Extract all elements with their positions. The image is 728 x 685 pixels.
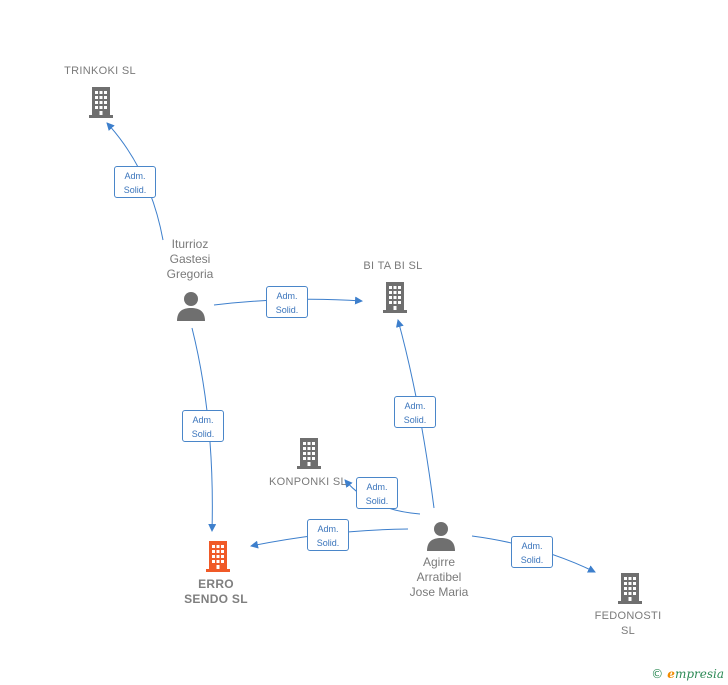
building-icon[interactable] xyxy=(380,280,410,314)
node-label-iturrioz[interactable]: Iturrioz Gastesi Gregoria xyxy=(166,237,214,281)
node-label-fedonosti[interactable]: FEDONOSTI SL xyxy=(594,610,662,637)
node-label-trinkoki[interactable]: TRINKOKI SL xyxy=(64,65,136,77)
edge-badge-iturrioz-bitabi[interactable]: Adm. Solid. xyxy=(266,286,308,318)
building-icon[interactable] xyxy=(615,571,645,605)
building-icon-highlight[interactable] xyxy=(203,539,233,573)
edge-badge-iturrioz-erro[interactable]: Adm. Solid. xyxy=(182,410,224,442)
footer-brand: ©empresia xyxy=(651,667,724,681)
building-icon[interactable] xyxy=(86,85,116,119)
person-icon[interactable] xyxy=(426,520,456,552)
node-label-konponki[interactable]: KONPONKI SL xyxy=(269,476,347,488)
copyright-icon: © xyxy=(651,667,664,681)
person-icon[interactable] xyxy=(176,290,206,322)
edge-badge-agirre-bitabi[interactable]: Adm. Solid. xyxy=(394,396,436,428)
node-label-bitabi[interactable]: BI TA BI SL xyxy=(363,260,423,272)
edge-badge-agirre-konponki[interactable]: Adm. Solid. xyxy=(356,477,398,509)
edge-badge-agirre-fedonosti[interactable]: Adm. Solid. xyxy=(511,536,553,568)
brand-e: e xyxy=(667,667,675,681)
node-label-agirre[interactable]: Agirre Arratibel Jose Maria xyxy=(409,555,469,599)
edge-badge-agirre-erro[interactable]: Adm. Solid. xyxy=(307,519,349,551)
building-icon[interactable] xyxy=(294,436,324,470)
brand-name: mpresia xyxy=(674,667,724,681)
edge-badge-iturrioz-trinkoki[interactable]: Adm. Solid. xyxy=(114,166,156,198)
node-label-erro[interactable]: ERRO SENDO SL xyxy=(184,577,248,606)
